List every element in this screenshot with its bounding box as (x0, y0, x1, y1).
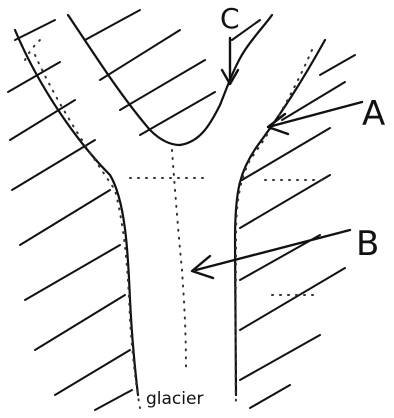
moraine-dots (25, 40, 325, 408)
label-arrows (192, 38, 362, 278)
arrow-b (196, 230, 350, 270)
label-glacier: glacier (146, 389, 203, 409)
label-a: A (362, 94, 385, 134)
label-b: B (356, 224, 379, 264)
label-c: C (220, 2, 240, 35)
left-valley-wall-hatching (8, 20, 132, 410)
